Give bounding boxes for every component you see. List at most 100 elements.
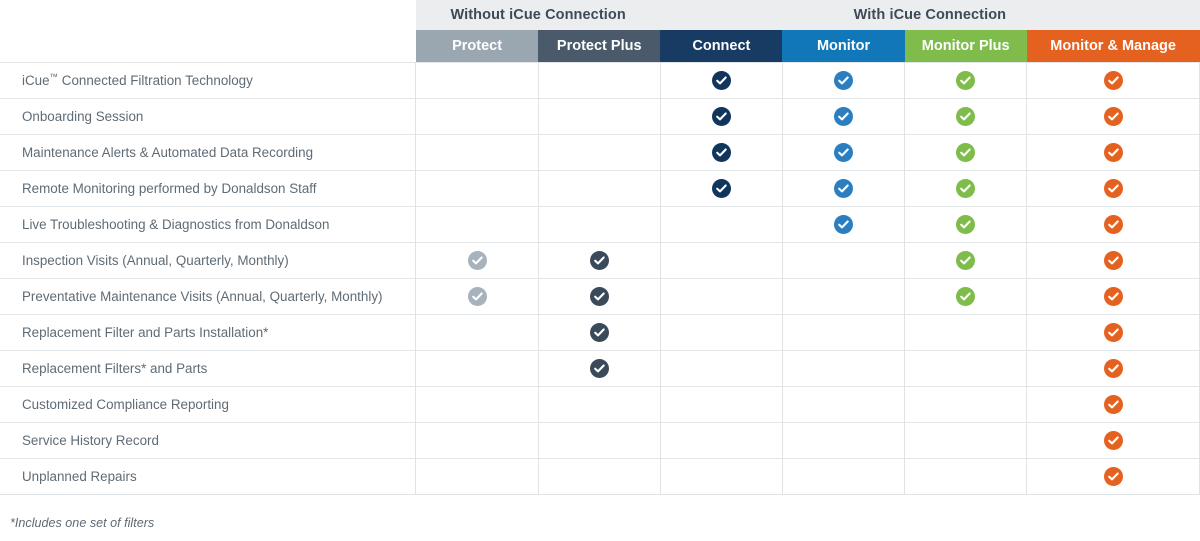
cell-connect: [660, 206, 783, 243]
check-icon: [1103, 107, 1123, 126]
check-icon: [1103, 71, 1123, 90]
cell-monitor: [782, 422, 906, 459]
check-icon: [956, 287, 976, 306]
cell-monitor_manage: [1026, 314, 1200, 351]
cell-protect: [415, 134, 539, 171]
check-icon: [1103, 179, 1123, 198]
cell-monitor_plus: [904, 62, 1028, 99]
cell-connect: [660, 386, 783, 423]
check-icon: [1103, 359, 1123, 378]
cell-connect: [660, 458, 783, 495]
group-header-without-icue: Without iCue Connection: [415, 0, 661, 30]
feature-label: Replacement Filter and Parts Installatio…: [0, 314, 417, 351]
cell-protect: [415, 206, 539, 243]
cell-monitor_manage: [1026, 62, 1200, 99]
table-row: Remote Monitoring performed by Donaldson…: [0, 170, 1200, 207]
cell-monitor: [782, 98, 906, 135]
check-icon: [1103, 287, 1123, 306]
plan-header-blank: [0, 30, 416, 63]
check-icon: [834, 71, 854, 90]
feature-label: Service History Record: [0, 422, 417, 459]
group-header-blank: [0, 0, 416, 30]
cell-protect_plus: [538, 242, 661, 279]
cell-monitor_plus: [904, 278, 1028, 315]
check-icon: [711, 71, 731, 90]
plan-header-monitor[interactable]: Monitor: [782, 30, 905, 63]
check-icon: [1103, 251, 1123, 270]
cell-protect: [415, 350, 539, 387]
cell-monitor_manage: [1026, 278, 1200, 315]
cell-monitor_plus: [904, 134, 1028, 171]
plan-header-protect_plus[interactable]: Protect Plus: [538, 30, 661, 63]
cell-monitor: [782, 314, 906, 351]
cell-monitor_plus: [904, 206, 1028, 243]
cell-monitor: [782, 134, 906, 171]
cell-monitor_plus: [904, 170, 1028, 207]
cell-connect: [660, 422, 783, 459]
cell-connect: [660, 350, 783, 387]
check-icon: [956, 179, 976, 198]
cell-protect: [415, 170, 539, 207]
table-row: Service History Record: [0, 422, 1200, 459]
cell-monitor: [782, 242, 906, 279]
check-icon: [467, 251, 487, 270]
table-row: Maintenance Alerts & Automated Data Reco…: [0, 134, 1200, 171]
cell-monitor: [782, 170, 906, 207]
feature-label: Onboarding Session: [0, 98, 417, 135]
cell-protect: [415, 422, 539, 459]
cell-monitor_manage: [1026, 98, 1200, 135]
check-icon: [1103, 395, 1123, 414]
cell-protect_plus: [538, 278, 661, 315]
feature-label: Customized Compliance Reporting: [0, 386, 417, 423]
cell-monitor_manage: [1026, 206, 1200, 243]
cell-monitor_manage: [1026, 350, 1200, 387]
cell-connect: [660, 242, 783, 279]
check-icon: [711, 107, 731, 126]
plan-header-monitor_plus[interactable]: Monitor Plus: [904, 30, 1027, 63]
check-icon: [711, 179, 731, 198]
feature-label: Replacement Filters* and Parts: [0, 350, 417, 387]
cell-connect: [660, 314, 783, 351]
cell-monitor_manage: [1026, 134, 1200, 171]
feature-label: Remote Monitoring performed by Donaldson…: [0, 170, 417, 207]
feature-label: Maintenance Alerts & Automated Data Reco…: [0, 134, 417, 171]
check-icon: [467, 287, 487, 306]
check-icon: [834, 143, 854, 162]
table-row: Inspection Visits (Annual, Quarterly, Mo…: [0, 242, 1200, 279]
feature-label: Preventative Maintenance Visits (Annual,…: [0, 278, 417, 315]
check-icon: [589, 359, 609, 378]
cell-monitor: [782, 458, 906, 495]
cell-monitor: [782, 386, 906, 423]
cell-monitor_plus: [904, 386, 1028, 423]
check-icon: [834, 107, 854, 126]
table-row: Replacement Filters* and Parts: [0, 350, 1200, 387]
cell-protect: [415, 98, 539, 135]
check-icon: [711, 143, 731, 162]
table-row: Preventative Maintenance Visits (Annual,…: [0, 278, 1200, 315]
cell-monitor_plus: [904, 422, 1028, 459]
check-icon: [589, 251, 609, 270]
plan-header-connect[interactable]: Connect: [660, 30, 783, 63]
plan-header-monitor_manage[interactable]: Monitor & Manage: [1026, 30, 1200, 63]
check-icon: [834, 179, 854, 198]
cell-monitor_plus: [904, 458, 1028, 495]
cell-protect_plus: [538, 134, 661, 171]
check-icon: [956, 215, 976, 234]
check-icon: [1103, 215, 1123, 234]
plan-header-protect[interactable]: Protect: [415, 30, 539, 63]
cell-protect_plus: [538, 314, 661, 351]
cell-connect: [660, 62, 783, 99]
check-icon: [1103, 467, 1123, 486]
group-header-with-icue: With iCue Connection: [660, 0, 1200, 30]
cell-connect: [660, 170, 783, 207]
cell-protect_plus: [538, 170, 661, 207]
table-row: Unplanned Repairs: [0, 458, 1200, 495]
cell-protect: [415, 62, 539, 99]
table-row: Customized Compliance Reporting: [0, 386, 1200, 423]
check-icon: [589, 323, 609, 342]
feature-label: iCue™ Connected Filtration Technology: [0, 62, 417, 99]
